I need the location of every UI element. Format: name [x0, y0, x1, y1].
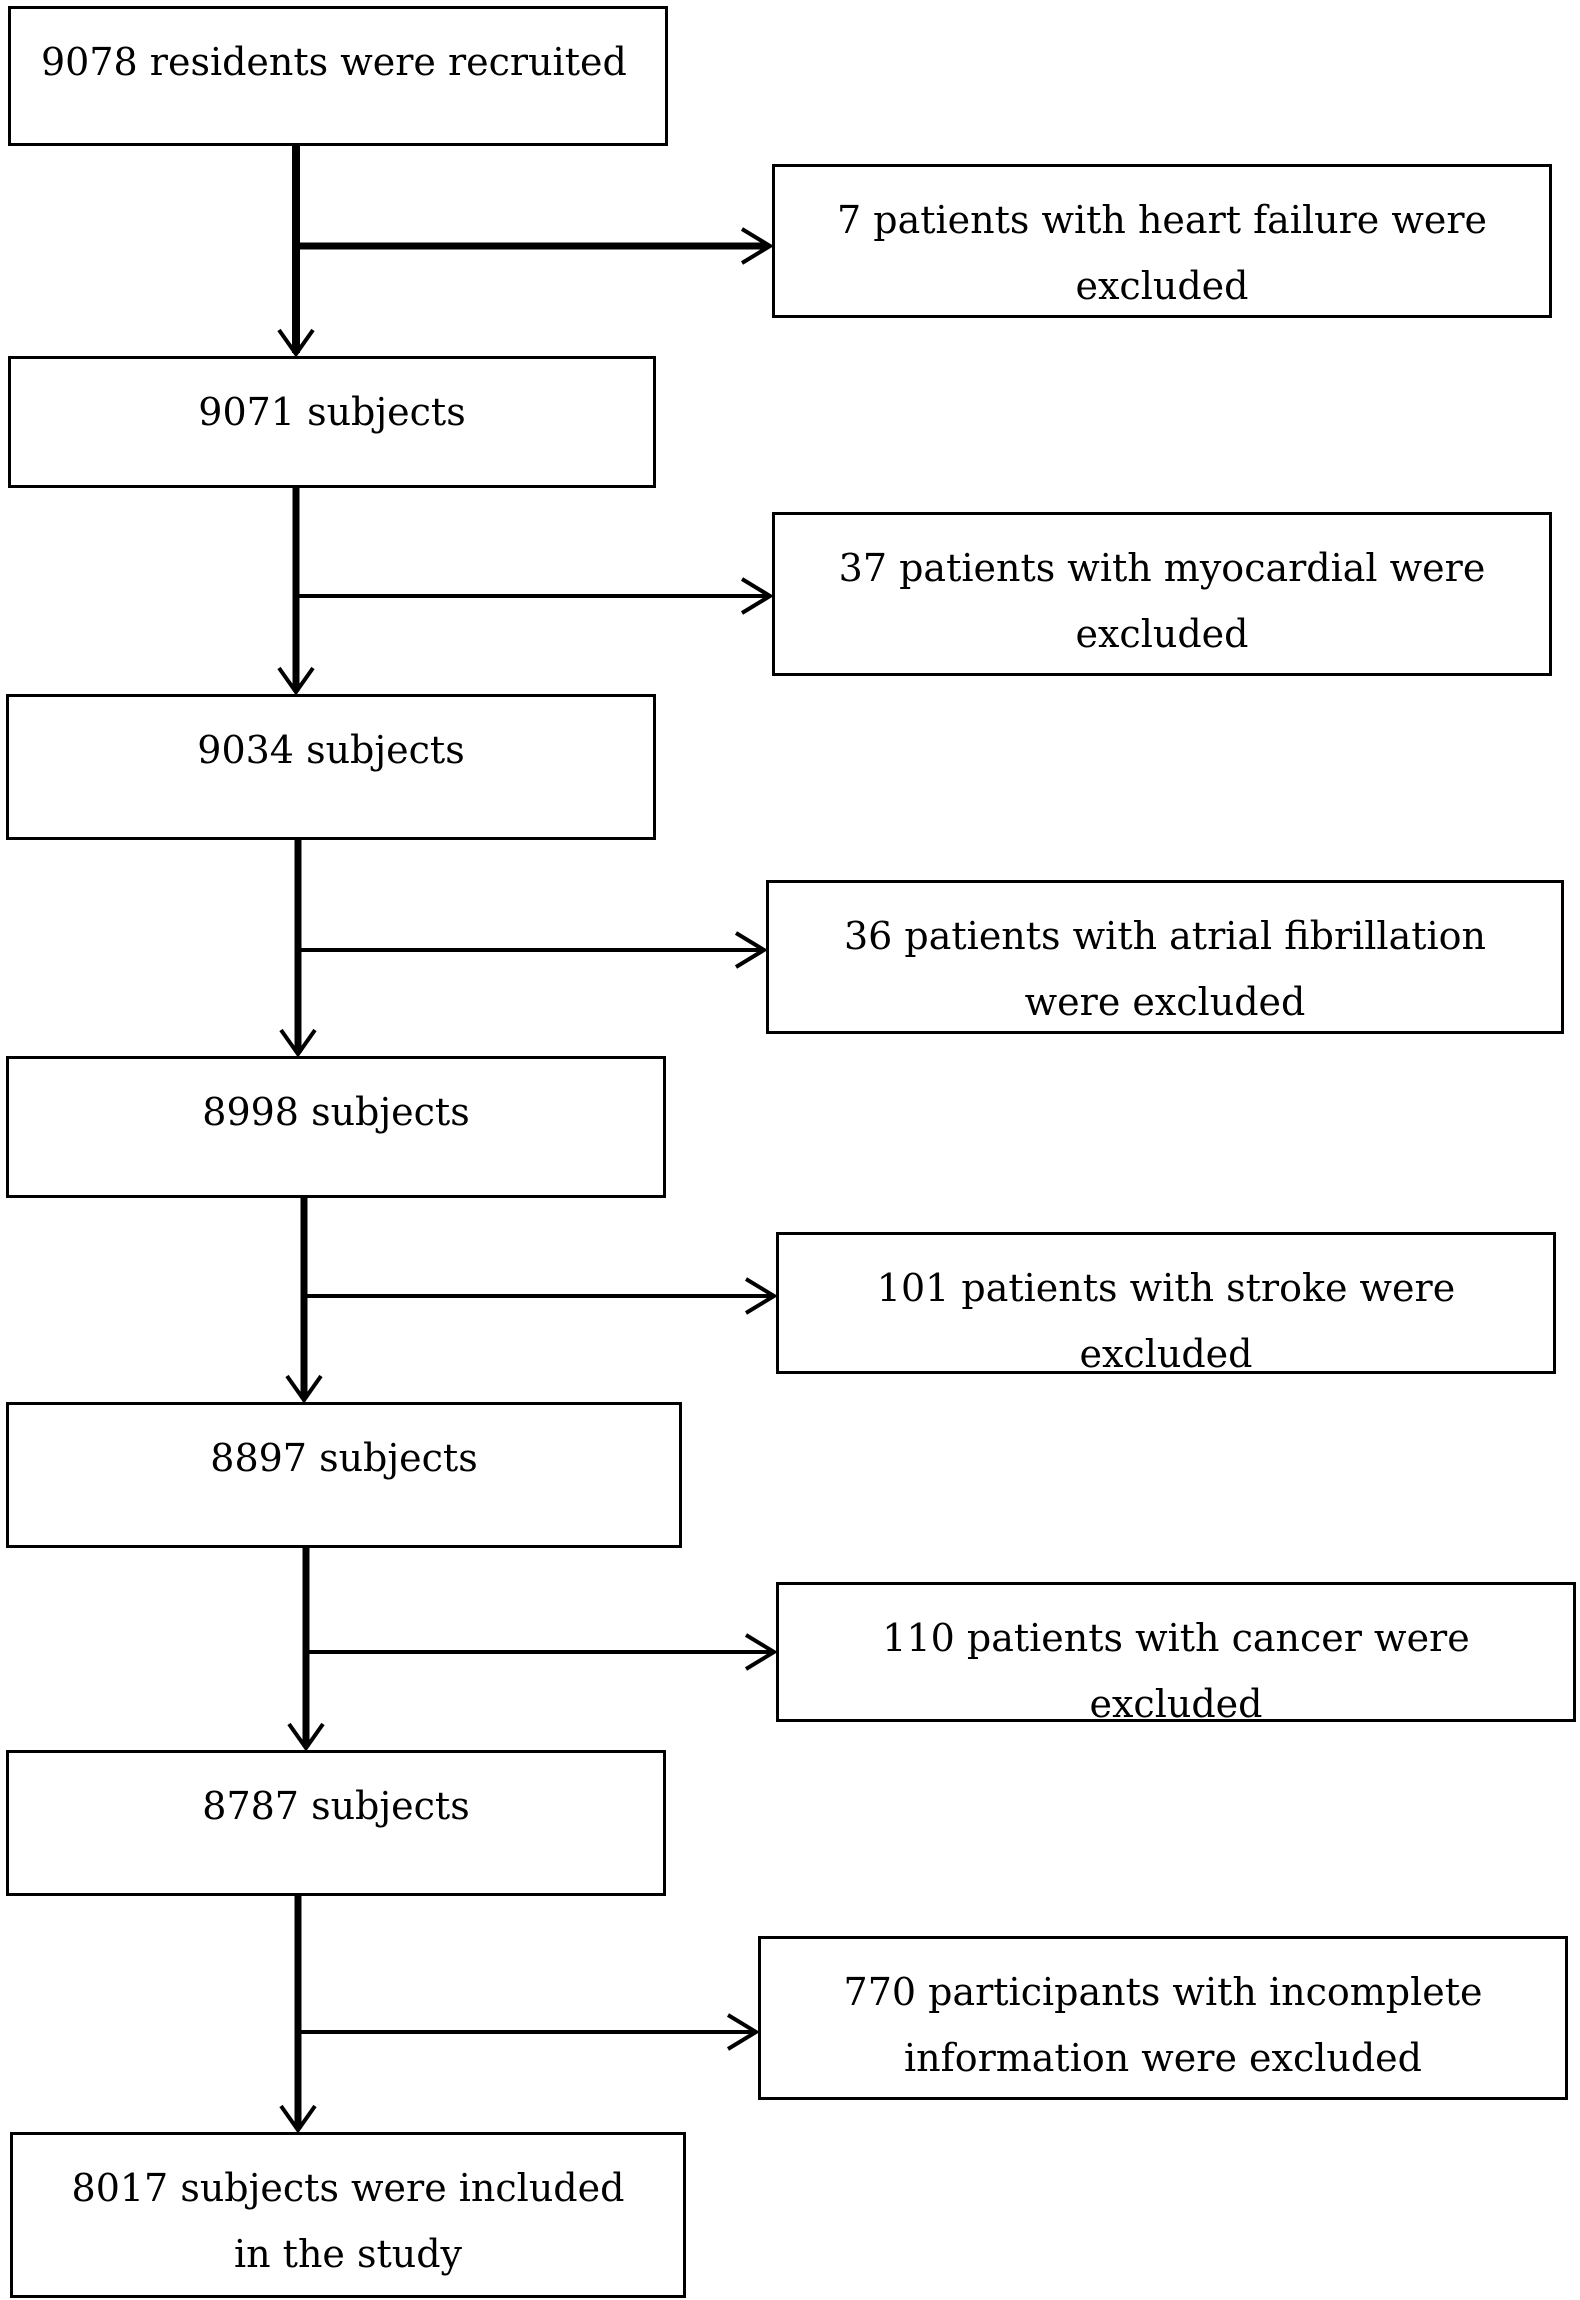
- exclusion-box-cancer: 110 patients with cancer were excluded: [776, 1582, 1576, 1726]
- arrow-down-icon: [285, 1374, 323, 1404]
- step-box-recruited: 9078 residents were recruited: [8, 6, 668, 146]
- arrow-right-icon: [726, 2013, 760, 2051]
- arrow-right-icon: [740, 227, 774, 265]
- arrow-down-icon: [279, 2104, 317, 2134]
- arrow-right-icon: [740, 577, 774, 615]
- arrow-right-icon: [744, 1277, 778, 1315]
- exclusion-box-heart-failure: 7 patients with heart failure were exclu…: [772, 164, 1552, 318]
- step-label: 8998 subjects: [202, 1090, 470, 1134]
- step-label: 8787 subjects: [202, 1784, 470, 1828]
- exclusion-label: 770 participants with incomplete informa…: [843, 1970, 1483, 2080]
- step-box-8998: 8998 subjects: [6, 1056, 666, 1198]
- step-label: 9078 residents were recruited: [41, 40, 627, 84]
- step-label: 8017 subjects were included in the study: [71, 2166, 625, 2276]
- step-box-8787: 8787 subjects: [6, 1750, 666, 1896]
- exclusion-label: 36 patients with atrial fibrillation wer…: [843, 914, 1486, 1024]
- arrow-down-icon: [277, 328, 315, 358]
- step-label: 8897 subjects: [210, 1436, 478, 1480]
- exclusion-box-incomplete: 770 participants with incomplete informa…: [758, 1936, 1568, 2100]
- step-box-9034: 9034 subjects: [6, 694, 656, 840]
- step-label: 9071 subjects: [198, 390, 466, 434]
- arrow-right-icon: [744, 1633, 778, 1671]
- exclusion-box-stroke: 101 patients with stroke were excluded: [776, 1232, 1556, 1376]
- step-box-9071: 9071 subjects: [8, 356, 656, 488]
- exclusion-label: 101 patients with stroke were excluded: [876, 1266, 1456, 1376]
- exclusion-box-myocardial: 37 patients with myocardial were exclude…: [772, 512, 1552, 676]
- step-box-included: 8017 subjects were included in the study: [10, 2132, 686, 2298]
- exclusion-label: 37 patients with myocardial were exclude…: [838, 546, 1486, 656]
- arrow-down-icon: [277, 666, 315, 696]
- exclusion-label: 110 patients with cancer were excluded: [882, 1616, 1470, 1726]
- step-box-8897: 8897 subjects: [6, 1402, 682, 1548]
- arrow-down-icon: [279, 1028, 317, 1058]
- arrow-down-icon: [287, 1722, 325, 1752]
- step-label: 9034 subjects: [197, 728, 465, 772]
- exclusion-label: 7 patients with heart failure were exclu…: [836, 198, 1487, 308]
- arrow-right-icon: [734, 931, 768, 969]
- exclusion-box-atrial-fibrillation: 36 patients with atrial fibrillation wer…: [766, 880, 1564, 1034]
